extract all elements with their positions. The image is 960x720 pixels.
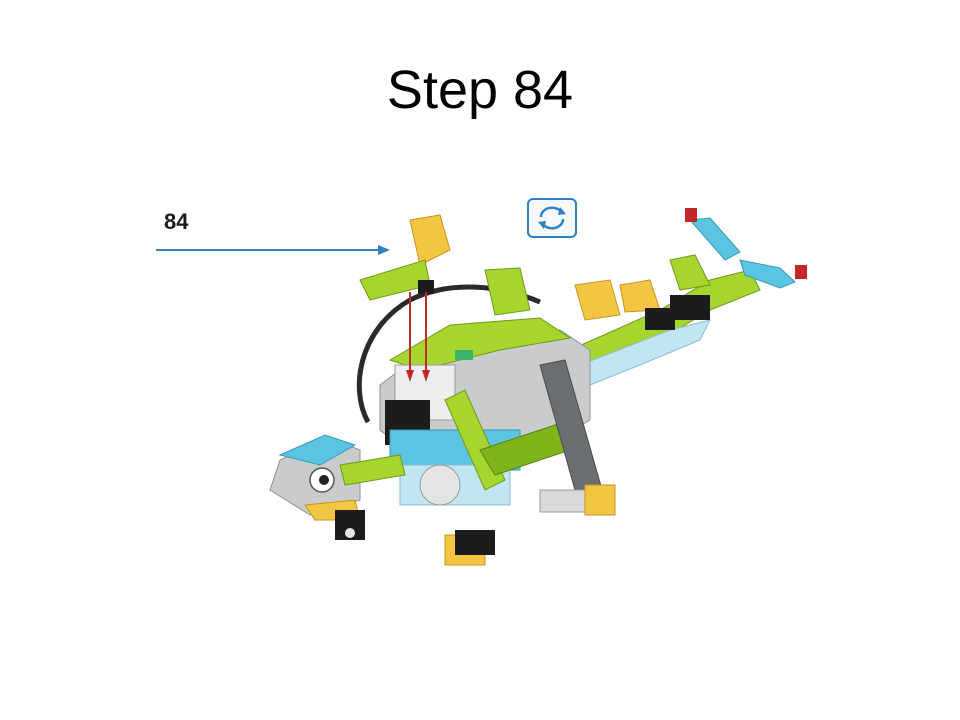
step-number-callout: 84	[164, 209, 189, 234]
dinosaur-model-illustration	[269, 208, 807, 566]
pointer-arrow-icon	[156, 245, 390, 255]
rotate-model-icon	[527, 198, 577, 238]
step-title: Step 84	[386, 60, 574, 120]
